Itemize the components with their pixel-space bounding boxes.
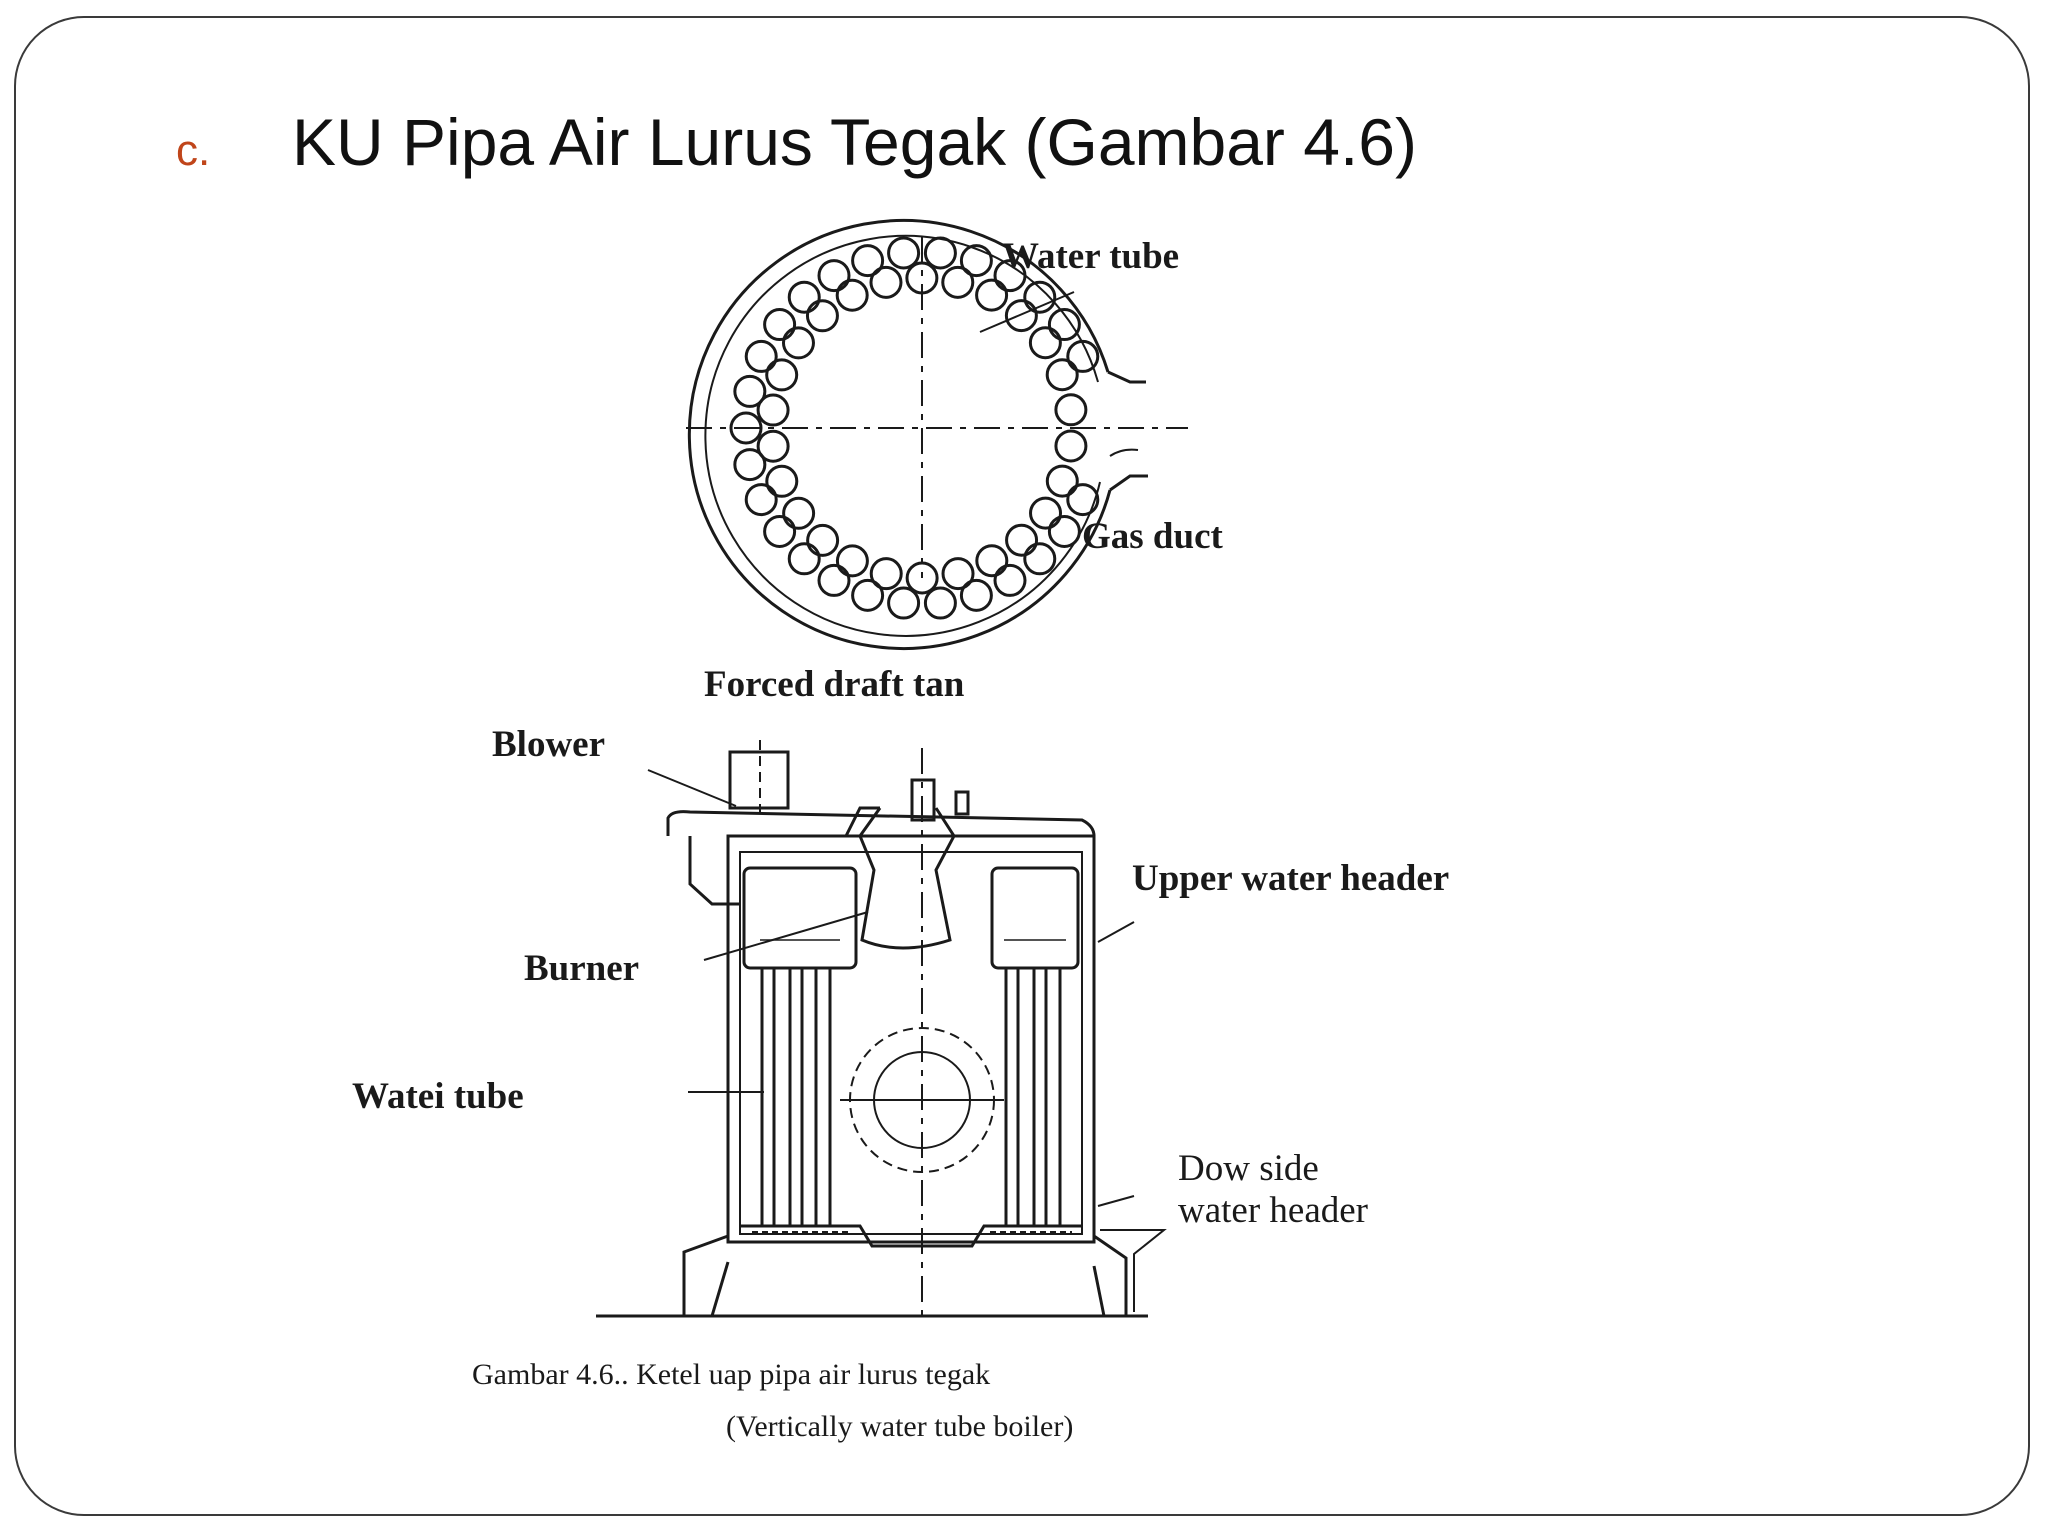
water-tube-circle <box>887 236 921 270</box>
water-tube-circle <box>765 464 799 498</box>
water-tube-circle <box>1045 464 1079 498</box>
title-bullet: c. <box>176 126 211 175</box>
water-tube-circle <box>1023 280 1057 314</box>
water-tube-circle <box>941 557 975 591</box>
water-tube-circle <box>1047 308 1081 342</box>
water-tube-circle <box>1054 429 1088 463</box>
water-tube-circle <box>993 259 1027 293</box>
water-tube-circle <box>744 483 778 517</box>
slide-title: KU Pipa Air Lurus Tegak (Gambar 4.6) <box>292 105 1417 179</box>
water-tube-circle <box>905 561 939 595</box>
side-view-boiler <box>596 740 1167 1318</box>
water-tube-circle <box>1004 299 1038 333</box>
water-tube-circle <box>869 557 903 591</box>
caption-line1: Gambar 4.6.. Ketel uap pipa air lurus te… <box>472 1358 990 1391</box>
water-tube-circle <box>817 259 851 293</box>
water-tube-circle <box>765 358 799 392</box>
caption-line2: (Vertically water tube boiler) <box>726 1410 1073 1443</box>
water-tube-circle <box>959 244 993 278</box>
label-burner: Burner <box>524 948 639 989</box>
outer-casing <box>687 219 1112 650</box>
label-water-tube-side: Watei tube <box>352 1076 524 1117</box>
water-tube-circle <box>959 578 993 612</box>
label-blower: Blower <box>492 724 605 765</box>
label-lower-header-line2: water header <box>1178 1190 1368 1231</box>
water-tube-circle <box>763 514 797 548</box>
water-tube-circle <box>782 496 816 530</box>
water-tube-circle <box>1029 496 1063 530</box>
water-tube-circle <box>1066 483 1100 517</box>
water-tube-circle <box>1028 326 1062 360</box>
water-tube-circle <box>851 578 885 612</box>
water-tube-circle <box>851 244 885 278</box>
label-lower-header-line1: Dow side <box>1178 1148 1319 1189</box>
water-tube-circle <box>923 586 957 620</box>
water-tube-circle <box>817 563 851 597</box>
gas-duct-arrow <box>1109 448 1139 457</box>
water-tube-circle <box>1066 339 1100 373</box>
water-tube-circle <box>1005 523 1039 557</box>
water-tube-circle <box>835 544 869 578</box>
water-tube-circle <box>787 542 821 576</box>
slide-title-row: c. KU Pipa Air Lurus Tegak (Gambar 4.6) <box>176 104 1417 194</box>
water-tube-circle <box>787 280 821 314</box>
inner-casing <box>704 234 1101 637</box>
water-tube-circle <box>923 236 957 270</box>
water-tube-circle <box>756 429 790 463</box>
water-tube-circle <box>756 393 790 427</box>
water-tube-circle <box>1054 393 1088 427</box>
label-forced-draft-fan: Forced draft tan <box>704 664 965 705</box>
water-tube-circle <box>975 278 1009 312</box>
water-tube-circle <box>806 523 840 557</box>
water-tube-circle <box>1047 514 1081 548</box>
gas-duct-lower <box>1109 474 1148 492</box>
water-tube-circle <box>835 278 869 312</box>
water-tube-circle <box>941 265 975 299</box>
water-tube-circle <box>763 308 797 342</box>
water-tube-circle <box>729 411 763 445</box>
water-tube-circle <box>781 326 815 360</box>
water-tube-circle <box>1023 542 1057 576</box>
label-gas-duct: Gas duct <box>1082 516 1224 557</box>
water-tube-circle <box>805 299 839 333</box>
water-tube-circle <box>869 265 903 299</box>
gas-duct-upper <box>1107 370 1146 384</box>
label-water-tube-top: Water tube <box>1002 236 1179 277</box>
label-upper-water-header: Upper water header <box>1132 858 1449 899</box>
water-tube-circle <box>905 261 939 295</box>
water-tube-circle <box>887 586 921 620</box>
top-view-cross-section <box>686 219 1188 650</box>
water-tube-circle <box>733 374 767 408</box>
water-tube-ring <box>729 236 1100 620</box>
water-tube-circle <box>733 448 767 482</box>
water-tube-circle <box>993 563 1027 597</box>
water-tube-circle <box>744 339 778 373</box>
water-tube-circle <box>975 544 1009 578</box>
water-tube-circle <box>1045 358 1079 392</box>
